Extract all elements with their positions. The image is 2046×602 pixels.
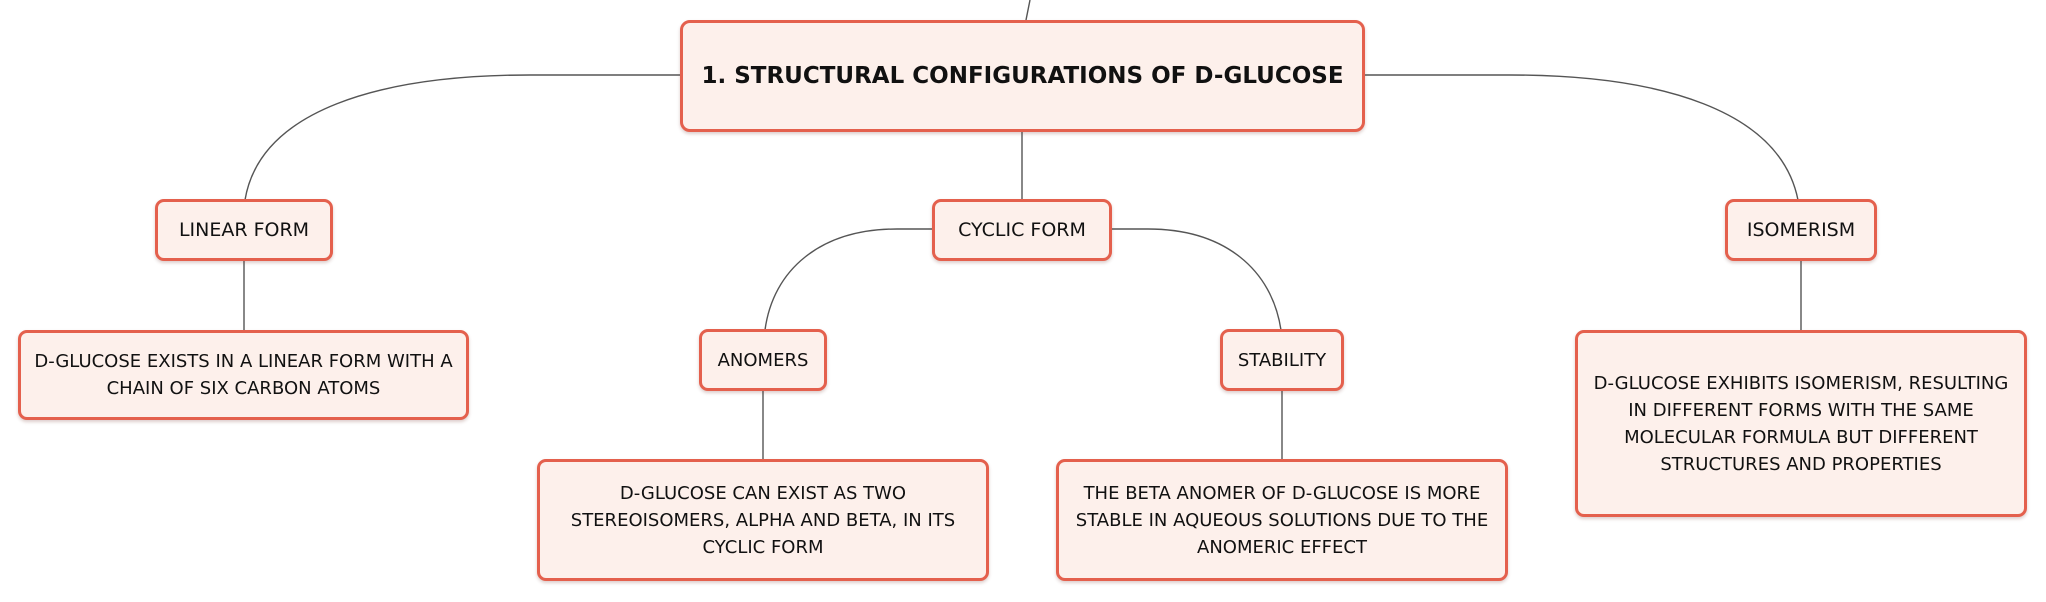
stability-detail-text: THE BETA ANOMER OF D-GLUCOSE IS MORE STA… [1075,482,1489,558]
anomers-label: ANOMERS [717,349,809,371]
anomers-detail-text: D-GLUCOSE CAN EXIST AS TWO STEREOISOMERS… [570,482,956,558]
connector-cyclic-anomers [764,228,932,331]
linear-form-detail-text: D-GLUCOSE EXISTS IN A LINEAR FORM WITH A… [34,351,453,399]
cyclic-form-label: CYCLIC FORM [958,218,1086,241]
anomers-node[interactable]: ANOMERS [699,329,827,391]
connector-root-isomerism [1364,74,1799,201]
root-node-label: 1. STRUCTURAL CONFIGURATIONS OF D-GLUCOS… [701,62,1344,89]
linear-form-label: LINEAR FORM [178,218,310,241]
connector-parent-root [1025,0,1031,21]
isomerism-detail-node[interactable]: D-GLUCOSE EXHIBITS ISOMERISM, RESULTING … [1575,330,2027,517]
isomerism-node[interactable]: ISOMERISM [1725,199,1877,261]
stability-label: STABILITY [1237,349,1327,371]
stability-node[interactable]: STABILITY [1220,329,1344,391]
linear-form-node[interactable]: LINEAR FORM [155,199,333,261]
anomers-detail-node[interactable]: D-GLUCOSE CAN EXIST AS TWO STEREOISOMERS… [537,459,989,581]
stability-detail-node[interactable]: THE BETA ANOMER OF D-GLUCOSE IS MORE STA… [1056,459,1508,581]
isomerism-detail-text: D-GLUCOSE EXHIBITS ISOMERISM, RESULTING … [1593,372,2009,475]
connector-root-linear [244,74,680,201]
isomerism-label: ISOMERISM [1746,218,1856,241]
linear-form-detail-node[interactable]: D-GLUCOSE EXISTS IN A LINEAR FORM WITH A… [18,330,469,420]
connector-cyclic-stability [1112,228,1282,331]
cyclic-form-node[interactable]: CYCLIC FORM [932,199,1112,261]
root-node[interactable]: 1. STRUCTURAL CONFIGURATIONS OF D-GLUCOS… [680,20,1365,132]
